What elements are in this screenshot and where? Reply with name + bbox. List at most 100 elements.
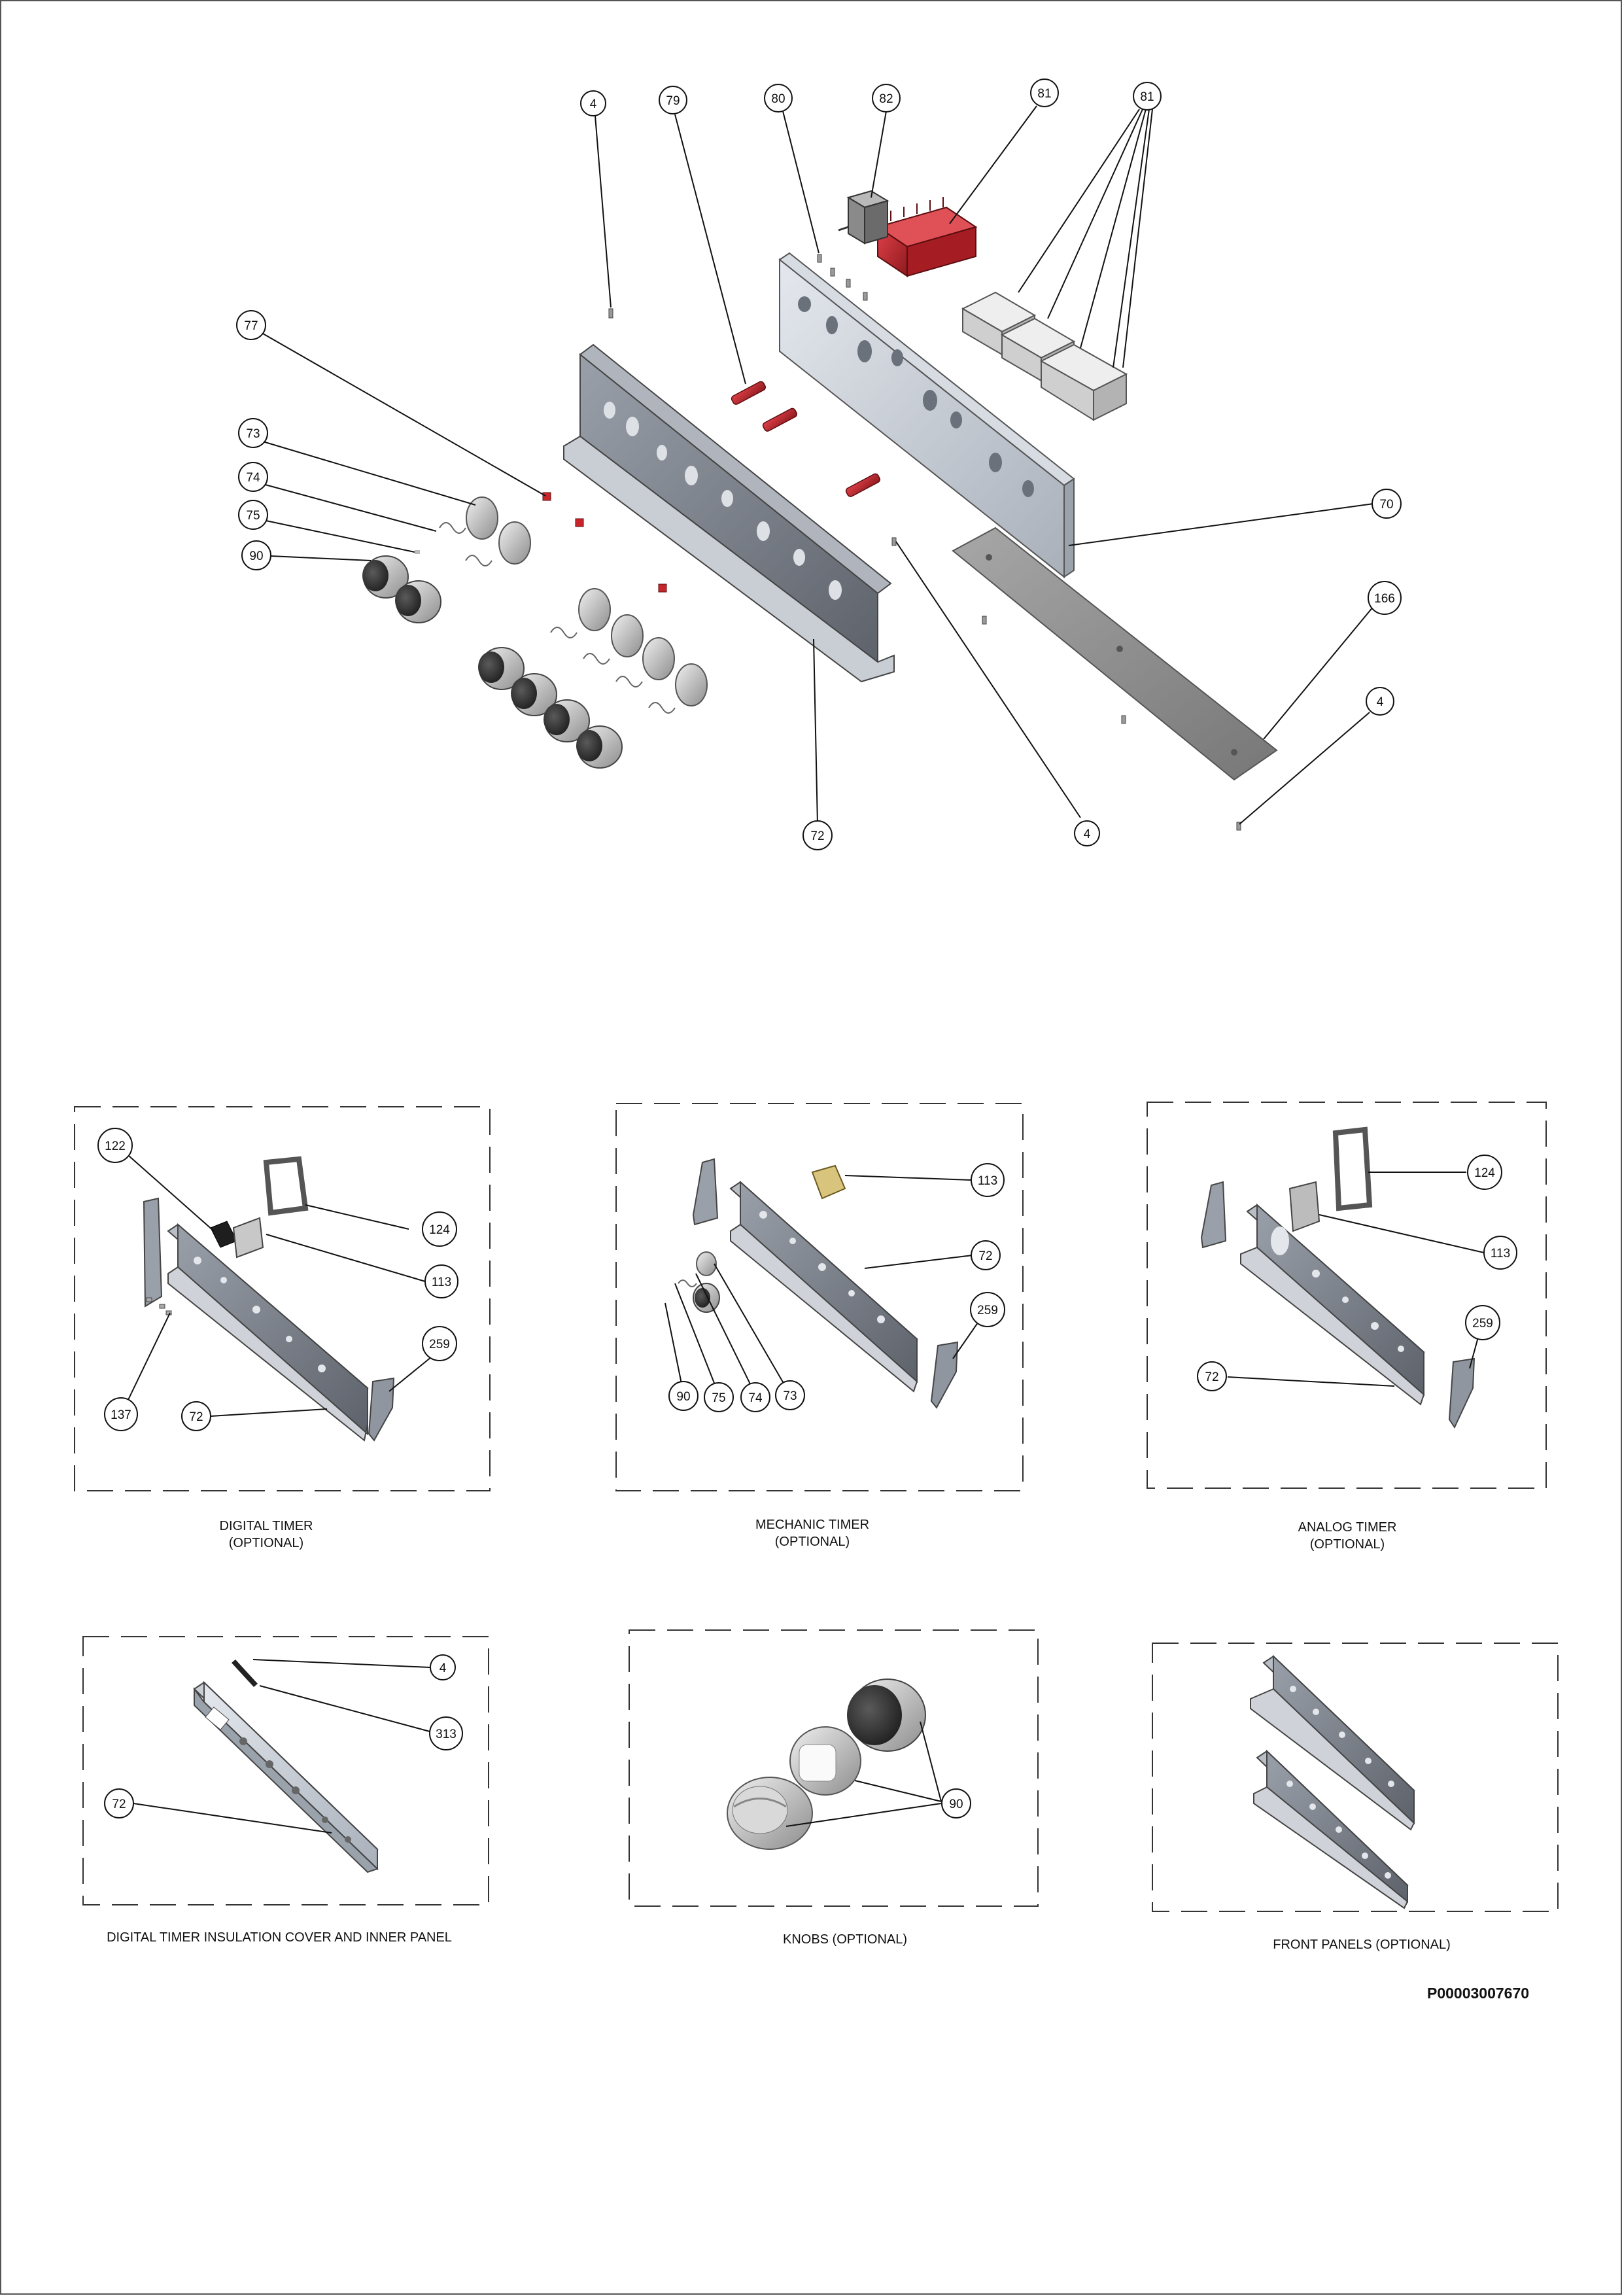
knob-white-bar (789, 1726, 861, 1796)
caption-analog-timer: ANALOG TIMER (OPTIONAL) (1249, 1519, 1445, 1553)
svg-text:82: 82 (879, 92, 893, 106)
clips-77 (542, 492, 667, 593)
callout-124: 124 (1467, 1155, 1502, 1190)
front-panel-variant-a (1250, 1654, 1415, 1831)
main-leader-lines (262, 105, 1374, 825)
callout-113: 113 (1483, 1236, 1517, 1270)
svg-text:124: 124 (1474, 1166, 1495, 1180)
callout-4-right: 4 (1366, 687, 1394, 716)
svg-text:77: 77 (244, 319, 258, 333)
callout-75: 75 (238, 500, 268, 530)
svg-text:90: 90 (249, 549, 263, 563)
callout-137: 137 (104, 1397, 138, 1431)
front-panel-variant-b (1253, 1749, 1409, 1909)
callout-4-top: 4 (580, 90, 606, 116)
knob-black-face (847, 1679, 926, 1752)
callout-90: 90 (941, 1788, 971, 1818)
svg-text:113: 113 (1491, 1247, 1510, 1261)
svg-text:137: 137 (111, 1408, 131, 1422)
svg-text:75: 75 (246, 509, 260, 523)
detail-insulation-cover: 4 313 72 (104, 1654, 463, 1873)
caption-line2: (OPTIONAL) (774, 1535, 850, 1549)
caption-line1: ANALOG TIMER (1298, 1520, 1397, 1535)
detail-knobs: 90 (727, 1679, 971, 1850)
main-callouts: 4 79 80 82 81 81 77 73 74 75 90 70 166 4… (236, 78, 1402, 850)
svg-text:70: 70 (1379, 498, 1393, 512)
callout-4: 4 (430, 1654, 456, 1680)
callout-74: 74 (238, 462, 268, 492)
caption-line2: (OPTIONAL) (1309, 1537, 1385, 1552)
callout-113: 113 (424, 1264, 458, 1298)
svg-text:113: 113 (432, 1276, 451, 1289)
svg-text:4: 4 (590, 97, 597, 111)
svg-text:4: 4 (1084, 827, 1091, 841)
svg-text:313: 313 (436, 1728, 457, 1741)
caption-line1: DIGITAL TIMER INSULATION COVER AND INNER… (107, 1930, 452, 1945)
callout-81-modules: 81 (1133, 82, 1162, 111)
caption-front-panels: FRONT PANELS (OPTIONAL) (1231, 1936, 1493, 1953)
svg-text:166: 166 (1374, 592, 1395, 606)
svg-text:259: 259 (1472, 1317, 1493, 1331)
drawing-number: P00003007670 (1427, 1985, 1530, 2002)
svg-text:81: 81 (1037, 87, 1051, 101)
svg-text:90: 90 (676, 1390, 690, 1404)
svg-text:81: 81 (1140, 90, 1154, 104)
callout-72: 72 (802, 820, 833, 850)
callout-166: 166 (1368, 581, 1402, 615)
knob-silver (727, 1777, 813, 1850)
callout-72: 72 (181, 1401, 211, 1431)
svg-text:72: 72 (810, 829, 824, 843)
svg-text:113: 113 (978, 1174, 997, 1188)
caption-line2: (OPTIONAL) (228, 1536, 304, 1550)
callout-4-bottom: 4 (1074, 820, 1100, 846)
svg-text:73: 73 (783, 1389, 797, 1403)
knob-stack-lower (478, 588, 708, 769)
thermostat-modules-81 (961, 291, 1128, 421)
detail-mechanic-timer: 113 72 259 90 75 74 73 (664, 1158, 1005, 1412)
main-assembly: 4 79 80 82 81 81 77 73 74 75 90 70 166 4… (236, 78, 1402, 850)
svg-text:259: 259 (429, 1338, 450, 1351)
svg-text:80: 80 (771, 92, 785, 106)
front-panel-72 (563, 343, 895, 683)
callout-113: 113 (971, 1163, 1005, 1197)
callout-72: 72 (971, 1240, 1001, 1270)
inner-panel-70 (778, 252, 1075, 579)
svg-text:259: 259 (977, 1304, 998, 1317)
caption-line1: KNOBS (OPTIONAL) (782, 1932, 908, 1947)
callout-72: 72 (1197, 1361, 1227, 1391)
spacers-79 (731, 381, 880, 497)
insulation-sheet-166 (952, 527, 1278, 781)
callout-313: 313 (429, 1716, 463, 1750)
callout-122: 122 (97, 1128, 133, 1163)
svg-text:79: 79 (666, 94, 680, 108)
caption-line1: MECHANIC TIMER (755, 1518, 870, 1532)
callout-73: 73 (238, 418, 268, 448)
svg-text:74: 74 (748, 1391, 763, 1405)
knob-stack-upper (362, 496, 531, 623)
svg-text:90: 90 (949, 1798, 963, 1811)
svg-text:73: 73 (246, 427, 260, 441)
callout-70: 70 (1372, 489, 1402, 519)
detail-front-panels (1250, 1654, 1415, 1909)
callout-259: 259 (422, 1326, 457, 1361)
callout-81-switch: 81 (1030, 78, 1059, 107)
caption-line1: DIGITAL TIMER (219, 1519, 313, 1533)
callout-90: 90 (241, 540, 271, 570)
caption-line1: FRONT PANELS (OPTIONAL) (1273, 1938, 1451, 1952)
caption-digital-timer: DIGITAL TIMER (OPTIONAL) (168, 1518, 364, 1552)
selector-switch-81 (876, 197, 978, 277)
svg-text:122: 122 (105, 1139, 126, 1153)
caption-mechanic-timer: MECHANIC TIMER (OPTIONAL) (714, 1516, 910, 1550)
svg-text:72: 72 (978, 1249, 992, 1263)
detail-digital-timer: 122 124 113 137 72 259 (97, 1128, 458, 1442)
callout-82: 82 (872, 84, 901, 113)
svg-text:72: 72 (112, 1798, 126, 1811)
detail-analog-timer: 124 113 72 259 (1197, 1126, 1517, 1429)
svg-text:74: 74 (246, 471, 260, 485)
callout-72: 72 (104, 1788, 134, 1818)
detail-frames (74, 1102, 1559, 1912)
callout-77: 77 (236, 310, 266, 340)
callout-75: 75 (704, 1382, 734, 1412)
